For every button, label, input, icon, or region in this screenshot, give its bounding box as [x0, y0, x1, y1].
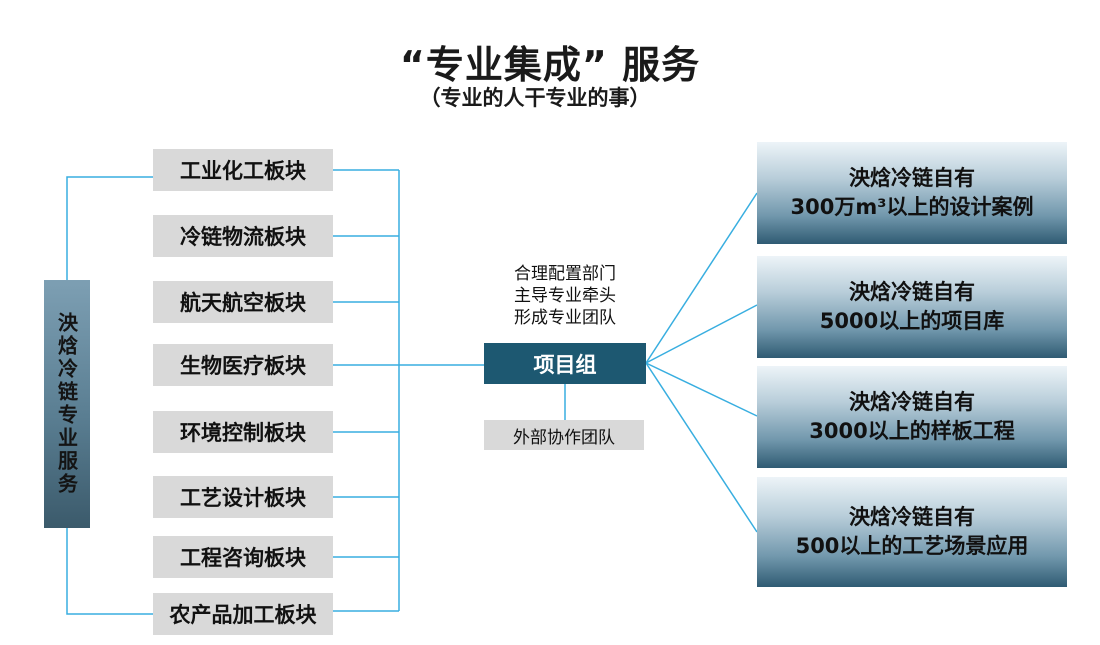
project-note: 形成专业团队 — [514, 308, 616, 328]
fan-link-4 — [645, 362, 758, 533]
fan-link-2 — [645, 304, 758, 364]
sector-box: 航天航空板块 — [153, 281, 333, 323]
asset-box: 泱焓冷链自有 300万m³以上的设计案例 — [757, 142, 1067, 244]
asset-line2: 3000以上的样板工程 — [809, 419, 1015, 443]
left-bracket-top — [66, 176, 153, 280]
sector-box: 环境控制板块 — [153, 411, 333, 453]
page-title: “专业集成” 服务 — [399, 43, 701, 87]
service-label-box: 泱焓冷链专业服务 — [44, 280, 90, 528]
asset-line1: 泱焓冷链自有 — [849, 166, 975, 190]
asset-box: 泱焓冷链自有 5000以上的项目库 — [757, 256, 1067, 358]
left-bracket-bottom — [66, 528, 153, 615]
asset-line1: 泱焓冷链自有 — [849, 505, 975, 529]
project-notes: 合理配置部门 主导专业牵头 形成专业团队 — [484, 263, 646, 329]
external-team-box: 外部协作团队 — [484, 420, 644, 450]
sector-box: 工程咨询板块 — [153, 536, 333, 578]
service-label: 泱焓冷链专业服务 — [54, 312, 79, 496]
project-team-box: 项目组 — [484, 343, 646, 384]
asset-box: 泱焓冷链自有 3000以上的样板工程 — [757, 366, 1067, 468]
fan-link-3 — [645, 362, 758, 417]
project-note: 合理配置部门 — [514, 264, 616, 284]
sector-box: 农产品加工板块 — [153, 593, 333, 635]
project-note: 主导专业牵头 — [514, 286, 616, 306]
sector-box: 工业化工板块 — [153, 149, 333, 191]
asset-line2: 500以上的工艺场景应用 — [795, 534, 1029, 558]
fan-link-1 — [645, 192, 758, 364]
sector-box: 冷链物流板块 — [153, 215, 333, 257]
asset-box: 泱焓冷链自有 500以上的工艺场景应用 — [757, 477, 1067, 587]
asset-line1: 泱焓冷链自有 — [849, 280, 975, 304]
asset-line2: 300万m³以上的设计案例 — [790, 195, 1034, 219]
page-subtitle: （专业的人干专业的事） — [419, 86, 651, 110]
asset-line2: 5000以上的项目库 — [819, 309, 1005, 333]
sector-box: 工艺设计板块 — [153, 476, 333, 518]
asset-line1: 泱焓冷链自有 — [849, 390, 975, 414]
sector-box: 生物医疗板块 — [153, 344, 333, 386]
